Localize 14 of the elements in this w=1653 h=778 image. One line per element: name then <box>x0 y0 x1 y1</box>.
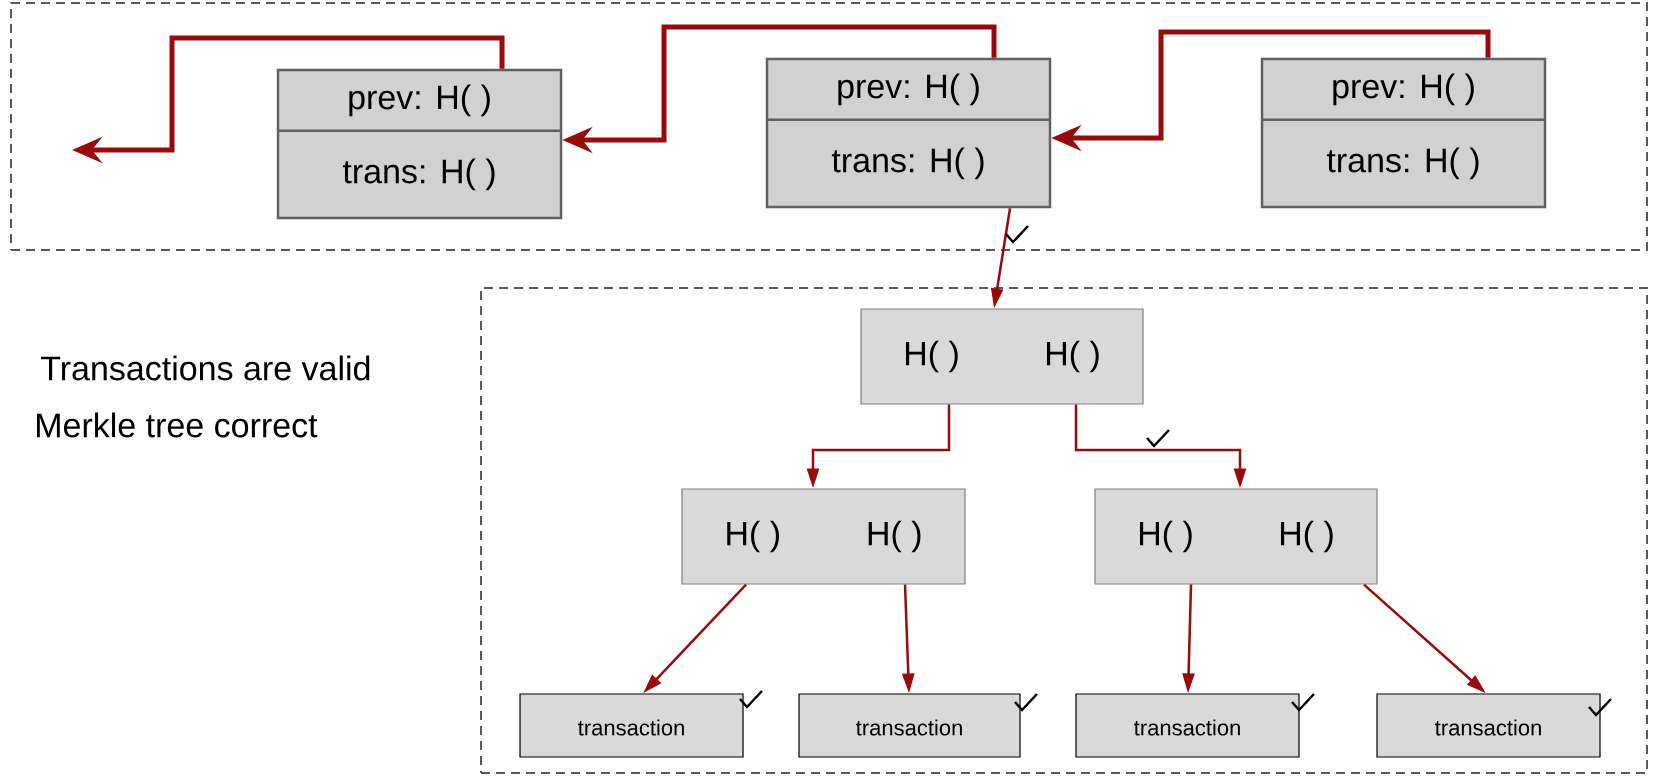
dashed-frame <box>10 2 1648 251</box>
transaction-box: transaction <box>519 693 744 758</box>
transaction-box: transaction <box>1075 693 1300 758</box>
note-text: Transactions are valid <box>41 355 370 381</box>
hash-box: H( ) H( ) <box>1094 488 1378 585</box>
block-box: prev: H( ) trans: H( ) <box>765 57 1052 209</box>
transaction-box: transaction <box>1376 693 1601 758</box>
block-box: prev: H( ) trans: H( ) <box>1260 57 1547 209</box>
hash-box: H( ) H( ) <box>681 488 966 585</box>
dashed-frame <box>480 287 1648 774</box>
transaction-box: transaction <box>798 693 1021 758</box>
hash-box: H( ) H( ) <box>860 308 1144 405</box>
note-text: Merkle tree correct <box>37 412 318 438</box>
block-box: prev: H( ) trans: H( ) <box>276 68 563 220</box>
